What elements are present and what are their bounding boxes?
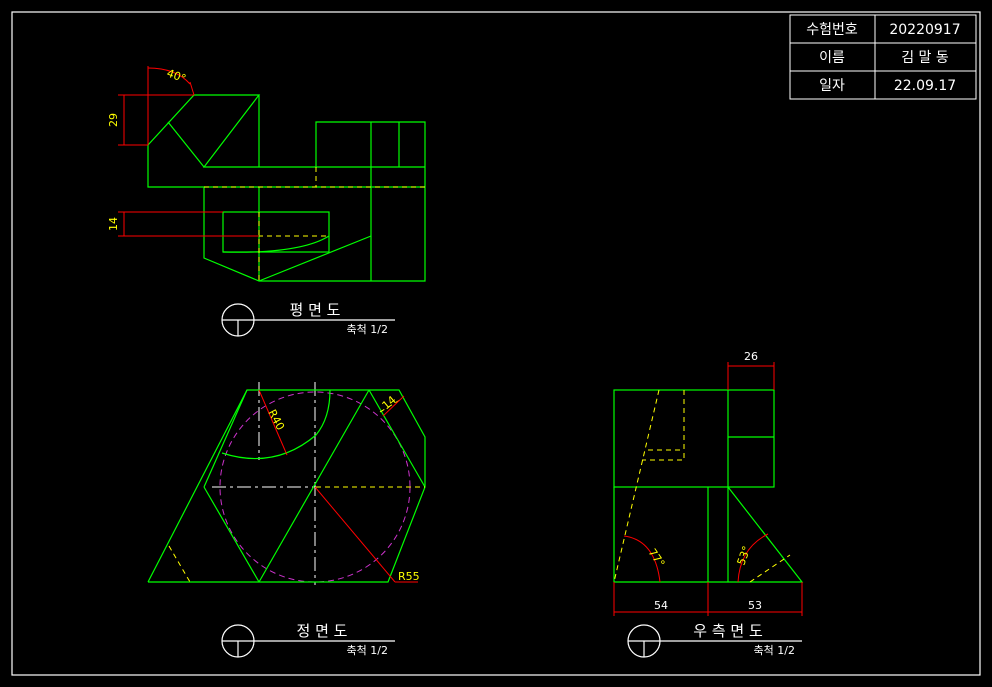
- plan-outline: [147, 94, 426, 282]
- title-label-name: 이름: [819, 50, 845, 66]
- front-radius-small-dim: R40: [265, 407, 287, 432]
- right-title-mark: [627, 624, 802, 658]
- plan-title: 평 면 도: [290, 301, 341, 319]
- plan-angle-dim: 40°: [165, 67, 188, 86]
- front-radius-large-dim: R55: [398, 570, 420, 583]
- front-dimensions: [258, 389, 418, 583]
- plan-hidden-lines: [204, 167, 425, 281]
- right-view: 26 77° 53° 54 53 우 측 면 도 축척 1/2: [613, 350, 804, 658]
- right-bottom-left-dim: 54: [654, 599, 668, 612]
- plan-title-mark: [221, 303, 395, 337]
- plan-depth-dim: 14: [107, 217, 120, 231]
- plan-view: 40° 29 14 평 면 도 축척 1/2: [107, 66, 426, 337]
- right-bottom-right-dim: 53: [748, 599, 762, 612]
- right-outline: [613, 389, 804, 583]
- right-dimensions: [613, 362, 803, 616]
- front-centerlines: [212, 382, 316, 585]
- plan-dimensions: [118, 66, 259, 237]
- front-offset-dim: 14: [380, 393, 399, 412]
- sheet-border: [11, 11, 981, 676]
- title-value-exam-number: 20220917: [889, 22, 960, 38]
- front-hidden-lines: [168, 399, 425, 583]
- plan-scale: 축척 1/2: [347, 323, 388, 336]
- right-hidden-lines: [613, 389, 791, 583]
- front-title: 정 면 도: [297, 622, 348, 640]
- title-value-date: 22.09.17: [894, 78, 956, 94]
- front-title-mark: [221, 624, 395, 658]
- front-scale: 축척 1/2: [347, 644, 388, 657]
- right-top-width-dim: 26: [744, 350, 758, 363]
- title-label-exam-number: 수험번호: [806, 22, 858, 38]
- front-view: R40 14 R55 정 면 도 축척 1/2: [147, 382, 426, 658]
- right-angle-right-dim: 53°: [735, 544, 754, 567]
- front-outline: [147, 389, 426, 583]
- plan-height-dim: 29: [107, 113, 120, 127]
- title-label-date: 일자: [819, 78, 845, 94]
- title-block: [789, 14, 977, 100]
- right-scale: 축척 1/2: [754, 644, 795, 657]
- title-value-name: 김 말 동: [901, 50, 949, 66]
- right-title: 우 측 면 도: [693, 622, 763, 640]
